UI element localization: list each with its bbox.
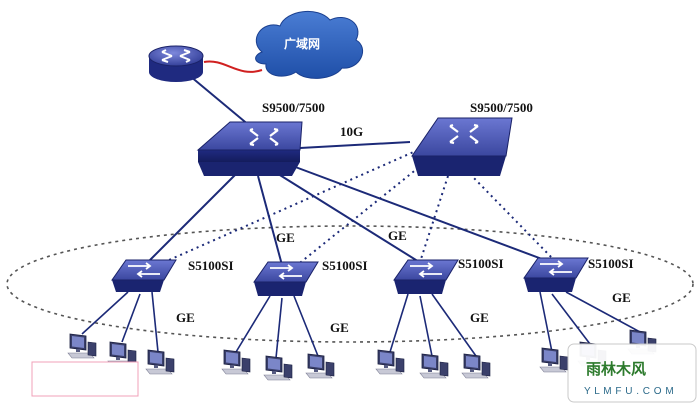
core-switch-right-icon[interactable] [411,117,513,176]
pc-icon[interactable] [419,353,449,379]
uplink-left-core-a1 [147,171,239,263]
pc-icon[interactable] [539,347,569,373]
access-1-label: S5100SI [188,258,234,273]
pc-icon[interactable] [305,353,335,379]
pc-icon[interactable] [461,353,491,379]
core-link-label: 10G [340,124,363,139]
pc-icon[interactable] [67,333,97,359]
core-right-label: S9500/7500 [470,100,533,115]
downlink-label-3: GE [470,310,489,325]
downlinks [81,291,641,359]
uplink-left-core-a3 [274,171,425,266]
uplink-label-1: GE [276,230,295,245]
access-2-label: S5100SI [322,258,368,273]
downlink-label-2: GE [330,320,349,335]
uplink-left-core-a4 [289,164,551,263]
watermark-logo: 雨林木风 Y L M F U . C O M [567,343,697,403]
core-10g-link [299,141,411,149]
access-switch-4-icon[interactable] [523,257,589,292]
pc-icon[interactable] [263,355,293,381]
wan-link [203,60,263,73]
watermark-title: 雨林木风 [586,360,646,378]
access-layer-ring [6,225,694,343]
pc-icon[interactable] [221,349,251,375]
uplink-right-core-a2 [295,159,429,267]
pc-icon[interactable] [145,349,175,375]
uplink-label-2: GE [388,228,407,243]
uplink-right-core-a1 [159,149,419,265]
router-icon[interactable] [148,45,204,82]
downlink-label-1: GE [176,310,195,325]
uplink-right-core-a4 [469,173,557,263]
access-3-label: S5100SI [458,256,504,271]
access-switch-3-icon[interactable] [393,259,459,294]
core-switch-left-icon[interactable] [196,121,303,176]
watermark-subtitle: Y L M F U . C O M [584,386,674,397]
access-4-label: S5100SI [588,256,634,271]
router-core-link [189,75,251,127]
access-switch-2-icon[interactable] [253,261,319,296]
core-left-label: S9500/7500 [262,100,325,115]
downlink-label-4: GE [612,290,631,305]
blank-box [31,361,139,397]
pc-icon[interactable] [375,349,405,375]
wan-cloud-icon [255,10,363,79]
uplink-left-core-a2 [257,175,283,266]
access-switch-1-icon[interactable] [111,259,177,292]
wan-label: 广域网 [284,36,320,51]
